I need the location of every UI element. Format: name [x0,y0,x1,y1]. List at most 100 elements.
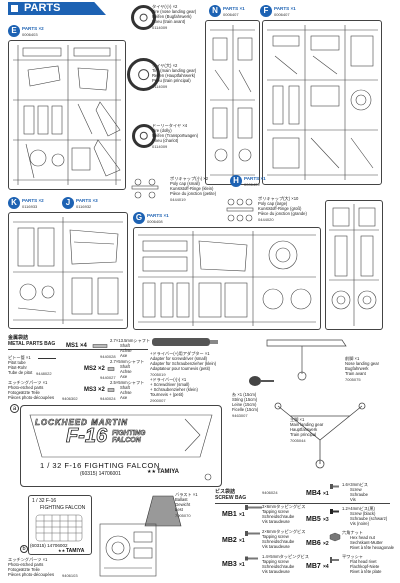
mb6-1: Hex head nut [350,535,375,540]
decal-sheet-a-outline [29,414,213,481]
sprue-E-qty: PARTS ×2 [22,26,44,31]
string-2: Leine (15cm) [232,402,257,407]
screwdriver-3: Tournevis + (petit) [150,392,184,397]
decal-catalog: (60315) 14706001 [80,471,121,477]
ms3-desc-2: Achse [120,390,132,395]
main-gear-0: 主脚 ×1 [290,417,305,422]
mb2-3: Vis taraudeuse [262,544,290,549]
sprue-K-code: 0116933 [22,204,38,209]
ms2-code: 9440027 [100,375,116,380]
sprue-N-code: 0006407 [223,12,239,17]
mb7-0: 平ワッシャ [342,554,363,559]
screw-bag-rule [215,503,390,504]
mb1-qty: ×1 [239,512,245,518]
ms1-desc-0: 2.7×13.5mmシャフト [110,338,151,343]
poly-small-name: ポリキャップ(小) ×2 [170,176,209,181]
mb2-1: Tapping screw [262,534,289,539]
metal-bag-title: 金属袋詰 [8,335,29,341]
ms3-desc-1: Shaft [120,385,130,390]
ballast-3: Lest [175,507,183,512]
mb3-screw-icon [245,556,258,561]
poly-large-line2: Kunststoff-Ringe (groß) [258,206,302,211]
tire-nose-line3: Pneu (train avant) [152,19,186,24]
nose-gear-0: 前脚 ×1 [345,356,360,361]
screw-bag-code: 9406024 [262,490,278,495]
poly-cap-small-icon [131,178,159,199]
mb5-screw-icon [330,509,339,514]
pitot-2: Pitot-Rohr [8,365,27,370]
adapter-0: +ドライバー(+)用アダプター ×1 [150,351,210,356]
ms2-desc-2: Achse [120,369,132,374]
decal-b-brand: TAMIYA [66,548,85,554]
tire-dolly-line3: Pneu (chariot) [152,138,179,143]
pitot-code: 9448022 [36,371,52,376]
ms1-shaft-icon [92,344,108,348]
string-code: 9463007 [232,413,248,418]
decal-line2: F-16 [66,425,108,448]
sprue-H-frame [325,200,383,330]
mb7-rivet-icon [330,557,339,563]
ms1-desc-3: Axe [120,353,128,358]
etch2-1: Photo-etched parts [8,562,44,567]
main-gear-1: Main landing gear [290,422,324,427]
sprue-K-qty: PARTS ×2 [22,198,44,203]
mb3-2: Schneidschraube [262,564,295,569]
sprue-G-frame [133,227,321,330]
pitot-0: ピトー管 ×1 [8,355,31,360]
etch2-3: Pièces photo-découpées [8,572,55,577]
mb1-3: Vis taraudeuse [262,519,290,524]
mb5-qty: ×3 [323,517,329,523]
string-0: 糸 ×1 (15cm) [232,392,257,397]
sprue-F-qty: PARTS ×1 [274,6,296,11]
decal-b-grid [35,514,83,542]
ms1-code: 9440028 [100,354,116,359]
screwdriver-icon [249,376,274,386]
poly-small-line1: Poly cap (small) [170,181,200,186]
mb6-2: Sechskant-Mutter [350,540,383,545]
mb3-id: MB3 [222,561,237,568]
screwdriver-1: + Screwdriver (small) [150,382,190,387]
ms2-desc-0: 2.7×5mmシャフト [110,359,145,364]
main-gear-3: Train principal [290,432,317,437]
ms1-desc-1: Shaft [120,343,130,348]
adapter-3: Adaptateur pour tournevis (petit) [150,366,211,371]
adapter-2: Adapter für Schraubenzieher (klein) [150,361,217,366]
ms3-desc-0: 2.5×5mmシャフト [110,380,145,385]
sprue-H-qty: PARTS ×1 [244,176,266,181]
sprue-J-qty: PARTS ×3 [76,198,98,203]
screwdriver-2: + Schraubenzieher (klein) [150,387,198,392]
ms3-id: MS3 ×2 [84,387,105,393]
sprue-E-badge: E [8,25,20,37]
sprue-H-badge: H [230,175,242,187]
ballast-code: 7005070 [175,513,191,518]
mb2-2: Schneidschraube [262,539,295,544]
etch-2: Fotogeätzte Teile [8,390,40,395]
header-bar [8,2,106,15]
tire-dolly-code: 0114009 [152,144,168,149]
mb7-qty: ×4 [323,564,329,570]
decal-b-small2: FIGHTING FALCON [40,505,86,511]
adapter-code: 7005019 [150,372,166,377]
ballast-icon [144,495,182,527]
decal-line3: FIGHTING FALCON [112,430,146,445]
sprue-G-badge: G [133,212,145,224]
mb2-0: 2×6mmタッピングビス [262,529,306,534]
header-square [11,5,18,12]
pitot-tube-icon [38,358,56,359]
mb6-nut-icon [329,532,341,542]
screwdriver-adapter-icon [152,338,218,346]
decal-sheet-b [28,495,92,555]
adapter-1: Adapter for screwdriver (small) [150,356,208,361]
sprue-H-drawing [329,204,379,326]
tire-main-line2: Reifen (Hauptfahrwerk) [152,73,196,78]
sprue-G-drawing [138,231,316,326]
mb5-id: MB5 [306,516,321,523]
pitot-3: Tube de pitot [8,370,33,375]
page-title: PARTS [24,2,61,14]
sprue-F-code: 0006407 [274,12,290,17]
nose-gear-drawing [266,339,347,381]
mb5-0: 1.2×4mmビス(黒) [342,506,375,511]
tire-nose-line2: Reifen (Bugfahrwerk) [152,14,192,19]
sprue-E-code: 0006403 [22,32,38,37]
poly-small-line3: Pièce du jonction (petite) [170,191,217,196]
